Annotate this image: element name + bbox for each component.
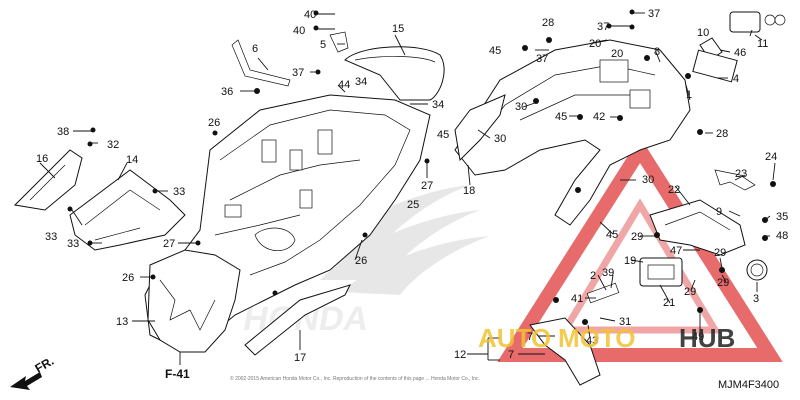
callout: 39 [602,267,614,279]
callout: 45 [606,229,618,241]
callout: 48 [776,230,788,242]
section-reference: F-41 [165,367,190,381]
stay-18 [454,94,506,162]
callout: 22 [668,184,680,196]
callout: 33 [173,186,185,198]
bracket-5 [329,31,349,53]
callout: 10 [697,27,709,39]
callout: 26 [355,255,367,267]
callout: 29 [684,286,696,298]
callout: 40 [304,9,316,21]
callout: 44 [338,79,350,91]
callout: 5 [320,39,326,51]
callout: 20 [611,48,623,60]
callout: 26 [208,117,220,129]
front-direction-label: FR. [33,354,57,376]
callout: 37 [597,21,609,33]
copyright-notice: © 2002-2015 American Honda Motor Co., In… [230,375,480,382]
front-direction-arrow: FR. [10,354,56,390]
splash-guard-43 [529,317,601,386]
callout: 21 [663,297,675,309]
side-plate-16 [13,149,83,211]
callout: 15 [392,23,404,35]
callout: 34 [432,99,444,111]
callout: 27 [421,180,433,192]
callout: 33 [45,231,57,243]
callout: 28 [716,128,728,140]
callout: 49 [692,331,704,343]
callout: 23 [735,168,747,180]
callout: 9 [716,206,722,218]
callout: 30 [515,101,527,113]
callout: 34 [355,76,367,88]
callout: 41 [571,293,583,305]
callout: 16 [36,153,48,165]
callout: 42 [593,111,605,123]
callout: 47 [670,245,682,257]
callout: 45 [437,129,449,141]
seat-cowl-15 [344,46,445,101]
callout: 26 [122,272,134,284]
callout: 13 [116,316,128,328]
callout: 4 [733,73,739,85]
callout: 19 [624,255,636,267]
callout: 3 [753,293,759,305]
svg-text:MOTO: MOTO [558,323,636,353]
callout: 7 [527,331,533,343]
callout: 43 [586,335,598,347]
callout: 28 [542,17,554,29]
callout: 46 [734,47,746,59]
callout: 20 [589,38,601,50]
automotohub-brand-text: AUTO MOTO HUB [478,323,735,353]
callout: 45 [555,111,567,123]
callout: 30 [494,133,506,145]
callout: 8 [654,46,660,58]
callout: 18 [463,185,475,197]
rear-fender-main [454,39,691,226]
callout: 32 [107,139,119,151]
callout: 33 [67,238,79,250]
rod-6 [231,39,291,87]
callout: 7 [508,349,514,361]
callout: 30 [642,174,654,186]
callout: 1 [686,89,692,101]
callout: 27 [163,238,175,250]
callout: 24 [765,151,777,163]
callout: 36 [221,86,233,98]
fastener-markers [67,9,776,325]
callout: 14 [126,154,138,166]
callout: 31 [619,316,631,328]
callout: 29 [714,247,726,259]
seat-lock-set [692,11,786,83]
callout: 40 [293,25,305,37]
callout: 17 [294,352,306,364]
lower-mudguard [147,249,241,353]
svg-text:AUTO: AUTO [478,323,551,353]
callout: 37 [292,67,304,79]
callout: 25 [407,199,419,211]
callout: 37 [648,8,660,20]
callout: 11 [757,38,768,50]
callout: 29 [717,277,729,289]
callout: 2 [590,270,596,282]
callout: 35 [776,211,788,223]
callout-labels: 40 40 5 15 28 37 37 10 11 6 37 44 34 45 … [36,8,788,364]
strip-17 [244,284,351,356]
license-light-19 [639,257,683,287]
leader-lines [39,12,776,361]
svg-text:HUB: HUB [679,323,735,353]
callout: 38 [57,126,69,138]
license-bracket [649,199,746,256]
callout: 37 [536,53,548,65]
callout: 29 [631,231,643,243]
callout: 12 [454,349,466,361]
callout: 45 [489,45,501,57]
diagram-code: MJM4F3400 [718,379,779,391]
callout: 6 [252,43,258,55]
